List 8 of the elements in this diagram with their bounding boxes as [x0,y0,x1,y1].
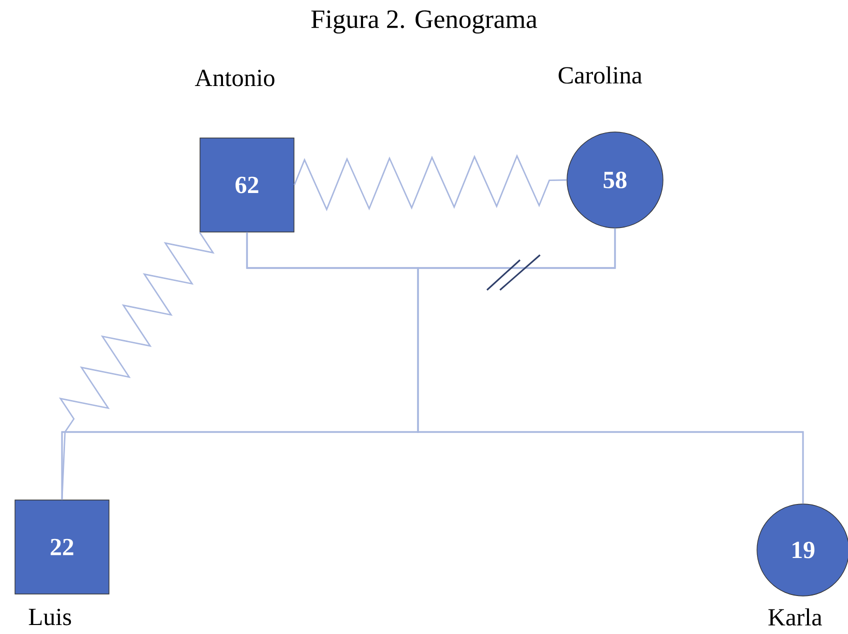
zigzag-line [58,232,215,500]
person-name: Antonio [194,70,274,86]
person-name: Carolina [558,66,642,84]
zigzag-line [294,154,567,212]
title: Figura 2. Genograma [311,10,538,34]
descent-line [417,228,804,504]
person-name: Karla [768,608,822,626]
person-name: Luis [28,608,71,626]
